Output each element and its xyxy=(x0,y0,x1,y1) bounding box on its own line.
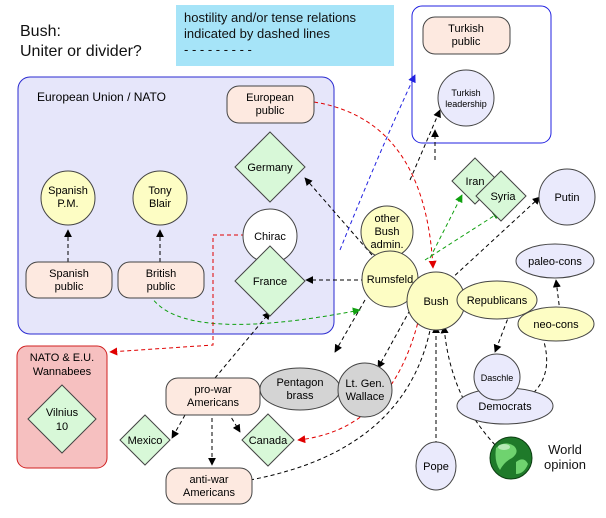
svg-text:Chirac: Chirac xyxy=(254,231,286,243)
pope-node: Pope xyxy=(415,441,457,491)
svg-text:admin.: admin. xyxy=(370,239,403,251)
svg-text:Tony: Tony xyxy=(148,185,172,197)
canada-node: Canada xyxy=(241,413,295,467)
syria-node: Syria xyxy=(475,170,527,222)
svg-text:Putin: Putin xyxy=(554,192,579,204)
svg-text:Spanish: Spanish xyxy=(49,268,89,280)
chirac-node: Chirac xyxy=(242,208,298,264)
daschle-node: Daschle xyxy=(473,353,521,401)
vilnius-10-node: Vilnius 10 xyxy=(27,384,97,454)
tony-blair-node: Tony Blair xyxy=(132,170,188,226)
svg-text:Daschle: Daschle xyxy=(481,373,514,383)
svg-text:Lt. Gen.: Lt. Gen. xyxy=(345,378,384,390)
svg-text:Americans: Americans xyxy=(183,487,235,499)
svg-text:Iran: Iran xyxy=(466,176,485,188)
svg-text:Pope: Pope xyxy=(423,461,449,473)
svg-text:Bush: Bush xyxy=(423,296,448,308)
globe-icon xyxy=(489,436,533,480)
turkish-leadership-node: Turkish leadership xyxy=(437,69,495,127)
svg-text:Americans: Americans xyxy=(187,397,239,409)
svg-text:paleo-cons: paleo-cons xyxy=(528,256,582,268)
spanish-pm-node: Spanish P.M. xyxy=(40,170,96,226)
title-line2: Uniter or divider? xyxy=(20,43,142,60)
svg-text:European: European xyxy=(246,92,294,104)
svg-text:Turkish: Turkish xyxy=(448,23,484,35)
title-line1: Bush: xyxy=(20,23,61,40)
svg-text:other: other xyxy=(374,213,399,225)
svg-text:Blair: Blair xyxy=(149,198,171,210)
european-public-node: European public xyxy=(226,85,315,124)
spanish-public-node: Spanish public xyxy=(25,261,113,299)
svg-text:public: public xyxy=(147,281,176,293)
putin-node: Putin xyxy=(538,168,596,226)
paleo-cons-node: paleo-cons xyxy=(515,243,595,279)
svg-text:leadership: leadership xyxy=(445,99,487,109)
svg-text:neo-cons: neo-cons xyxy=(533,319,579,331)
wannabees-label-line1: NATO & E.U. xyxy=(30,352,94,364)
svg-text:Bush: Bush xyxy=(374,226,399,238)
legend-line3: - - - - - - - - - xyxy=(184,42,252,57)
republicans-node: Republicans xyxy=(456,280,538,320)
svg-text:public: public xyxy=(452,36,481,48)
svg-text:Spanish: Spanish xyxy=(48,185,88,197)
legend-line2: indicated by dashed lines xyxy=(184,26,330,41)
pro-war-americans-node: pro-war Americans xyxy=(165,377,261,416)
turkish-public-node: Turkish public xyxy=(422,16,511,55)
svg-text:Canada: Canada xyxy=(249,435,288,447)
world-opinion-label: World opinion xyxy=(540,442,590,472)
svg-text:Wallace: Wallace xyxy=(346,391,385,403)
france-node: France xyxy=(234,245,306,317)
svg-text:public: public xyxy=(256,105,285,117)
rumsfeld-node: Rumsfeld xyxy=(361,250,419,308)
other-bush-admin-node: other Bush admin. xyxy=(360,205,414,259)
svg-text:Republicans: Republicans xyxy=(467,295,528,307)
world-opinion-line1: World xyxy=(548,442,582,457)
anti-war-americans-node: anti-war Americans xyxy=(165,467,253,505)
svg-text:Turkish: Turkish xyxy=(451,88,480,98)
svg-text:Germany: Germany xyxy=(247,162,293,174)
neo-cons-node: neo-cons xyxy=(517,306,595,342)
svg-text:P.M.: P.M. xyxy=(57,198,78,210)
svg-text:Syria: Syria xyxy=(490,191,516,203)
svg-text:British: British xyxy=(146,268,177,280)
british-public-node: British public xyxy=(117,261,205,299)
svg-text:pro-war: pro-war xyxy=(194,384,232,396)
lt-gen-wallace-node: Lt. Gen. Wallace xyxy=(337,362,393,418)
legend-box: hostility and/or tense relations indicat… xyxy=(176,5,394,66)
world-opinion-line2: opinion xyxy=(544,457,586,472)
svg-text:Vilnius: Vilnius xyxy=(46,407,79,419)
legend-line1: hostility and/or tense relations xyxy=(184,10,356,25)
svg-text:Rumsfeld: Rumsfeld xyxy=(367,274,413,286)
bush-node: Bush xyxy=(406,271,466,331)
svg-text:10: 10 xyxy=(56,421,68,433)
eu-nato-group-label: European Union / NATO xyxy=(37,90,166,104)
svg-text:Democrats: Democrats xyxy=(478,401,532,413)
mexico-node: Mexico xyxy=(119,414,171,466)
svg-text:Mexico: Mexico xyxy=(128,435,163,447)
diagram-title: Bush: Uniter or divider? xyxy=(20,22,142,62)
svg-text:brass: brass xyxy=(287,390,314,402)
germany-node: Germany xyxy=(234,131,306,203)
pentagon-brass-node: Pentagon brass xyxy=(259,367,341,411)
svg-text:Pentagon: Pentagon xyxy=(276,377,323,389)
svg-text:France: France xyxy=(253,276,287,288)
democrats-node: Democrats xyxy=(456,387,554,425)
svg-text:anti-war: anti-war xyxy=(189,474,228,486)
svg-text:public: public xyxy=(55,281,84,293)
wannabees-label-line2: Wannabees xyxy=(33,366,92,378)
